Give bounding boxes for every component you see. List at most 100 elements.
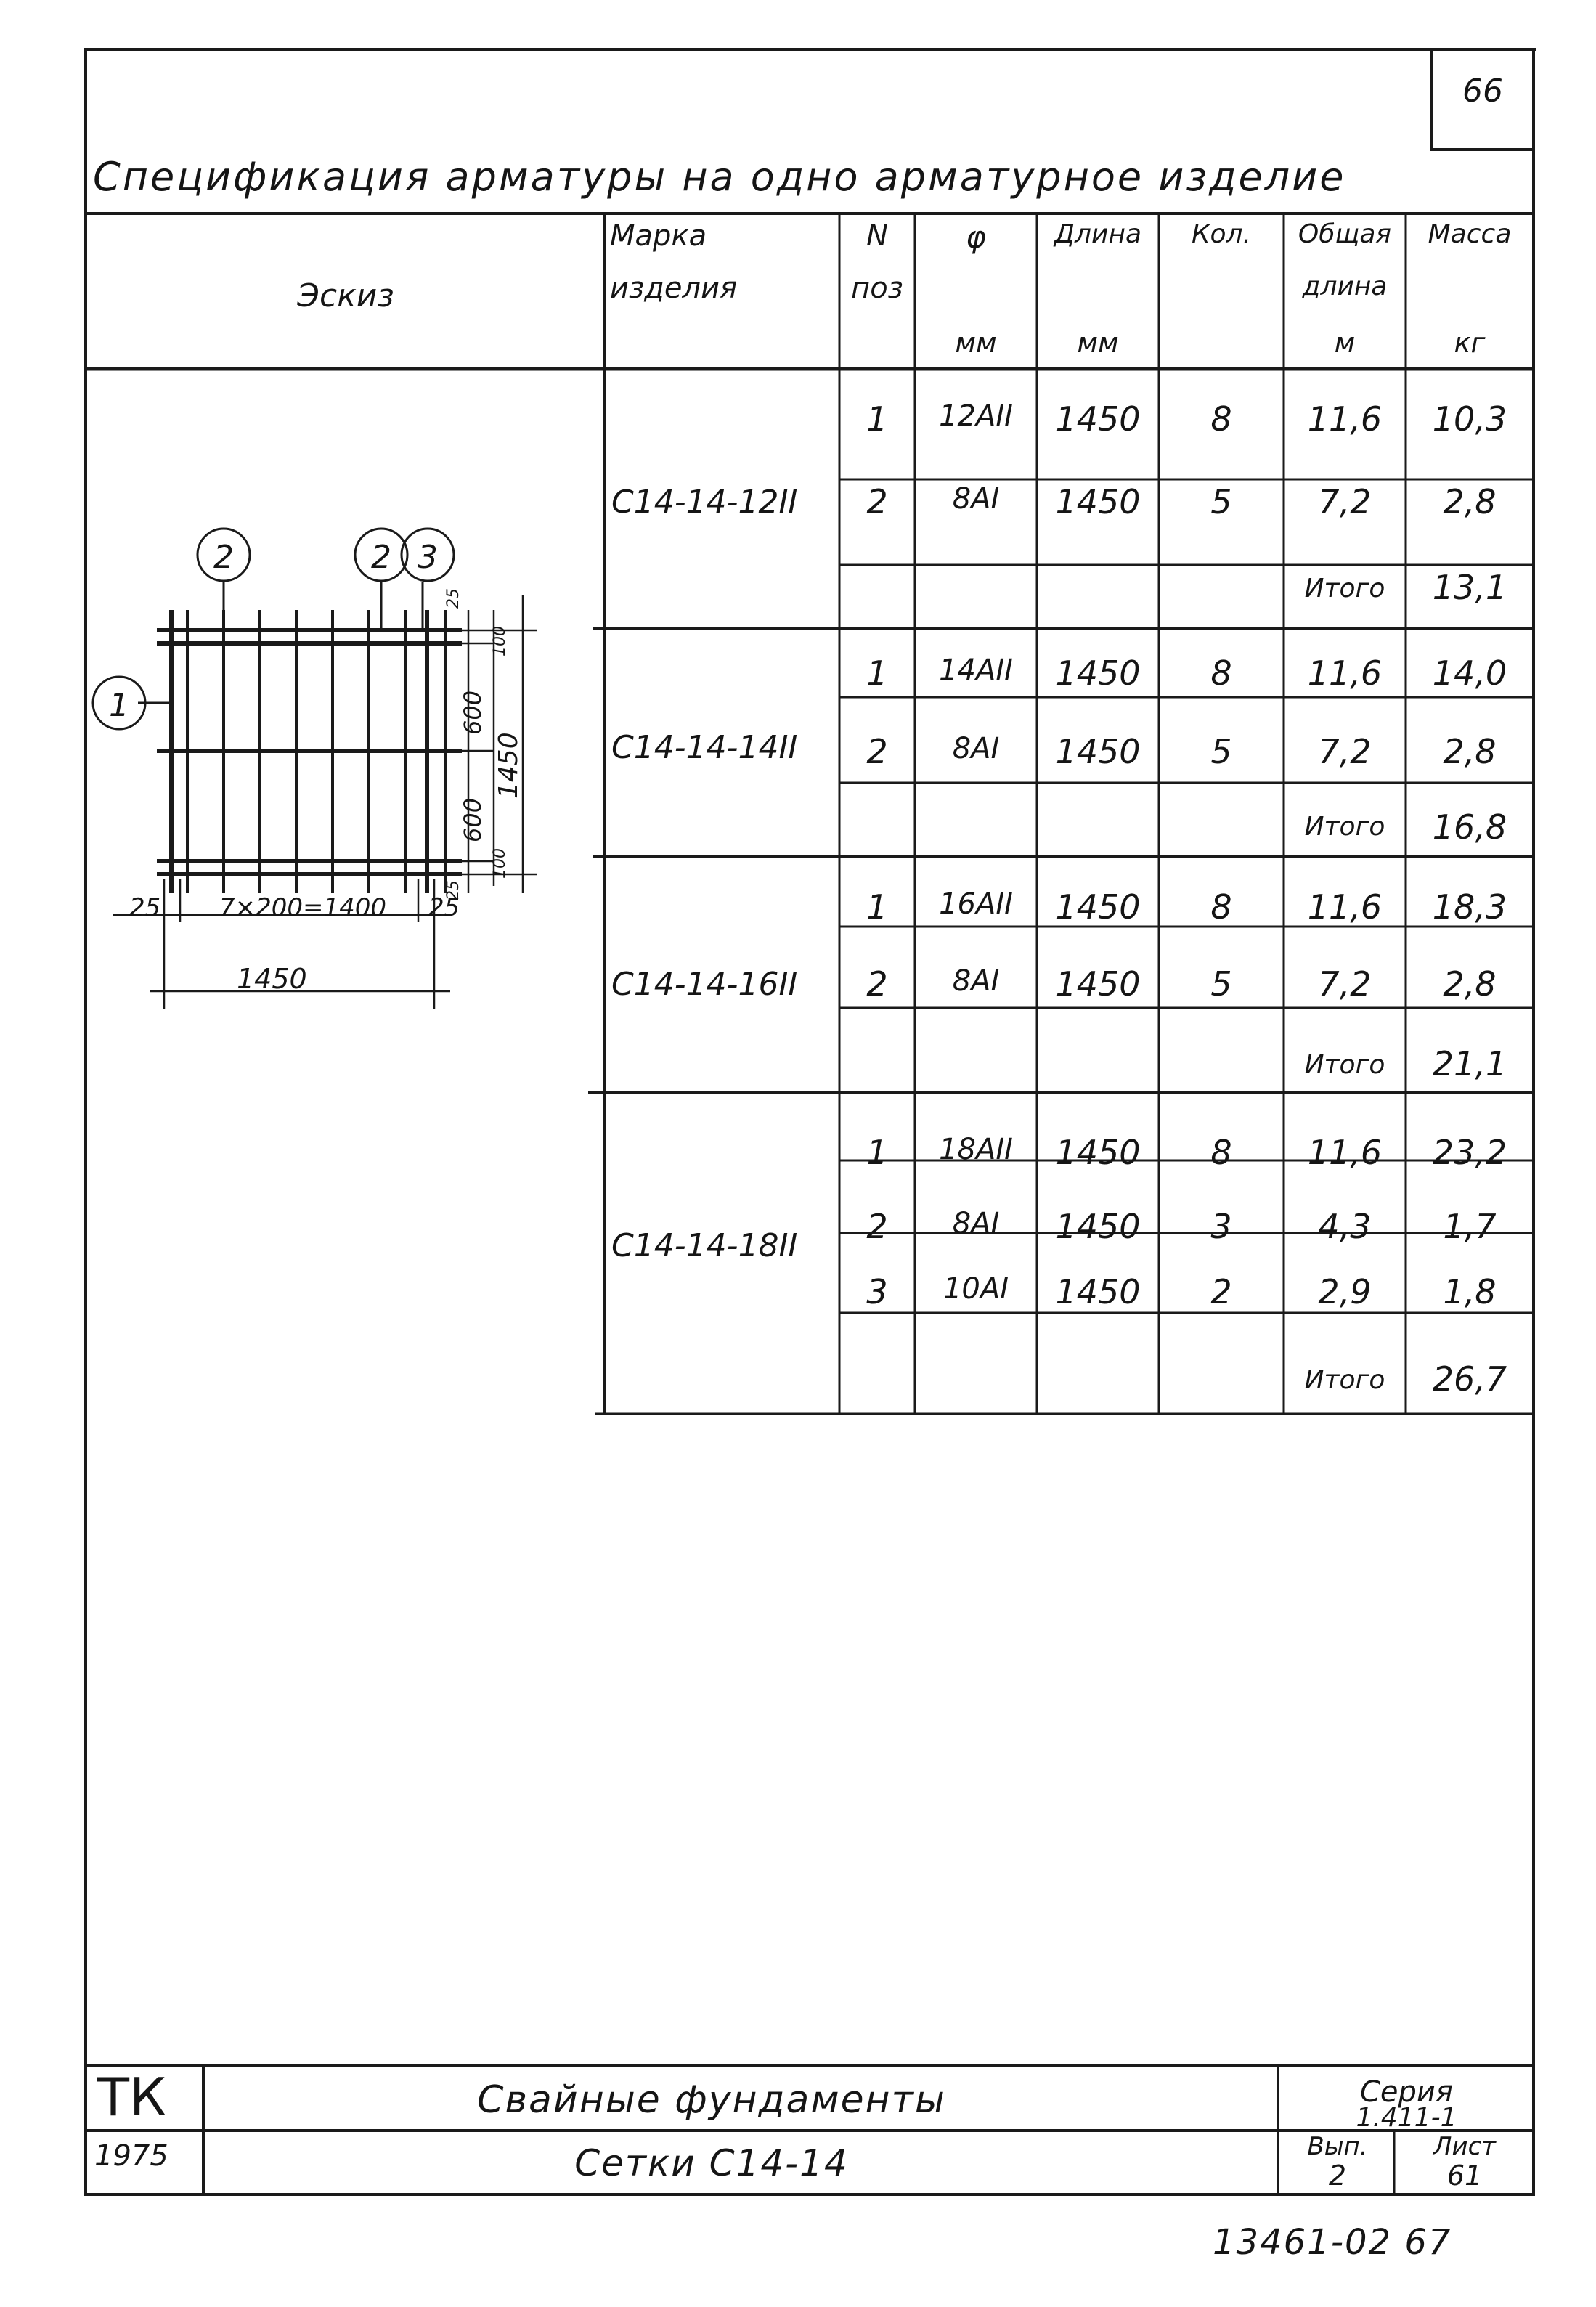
dim-right-mid-1: 600 [459,690,486,735]
cell-length: 1450 [1055,732,1141,771]
cell-diam: 8AI [952,732,1000,765]
group-mark: С14-14-14II [611,729,798,766]
cell-diam: 18AII [939,1133,1013,1166]
header-length-line2: мм [1077,327,1119,359]
cell-mass: 10,3 [1432,399,1507,439]
total-mass: 21,1 [1432,1044,1507,1083]
page-number-box-left [1430,48,1433,150]
sheet-label: Лист [1433,2132,1497,2161]
cell-mass: 2,8 [1443,732,1497,771]
cell-total-length: 2,9 [1318,1272,1372,1311]
issue-label: Вып. [1307,2132,1368,2161]
header-diam-line2: мм [955,327,997,359]
cell-qty: 8 [1210,1133,1232,1172]
dim-right-total: 1450 [494,732,524,799]
sheet-value: 61 [1446,2160,1483,2192]
dim-right-top-2: 100 [491,626,509,656]
header-pos-line1: N [866,219,888,253]
page-number: 66 [1462,73,1503,110]
cell-mass: 14,0 [1432,654,1507,693]
cell-total-length: 11,6 [1307,654,1383,693]
cell-qty: 3 [1210,1207,1232,1246]
cell-total-length: 4,3 [1318,1207,1372,1246]
page-number-box-bottom [1430,148,1535,151]
cell-mass: 1,7 [1443,1207,1497,1246]
cell-total-length: 7,2 [1318,482,1372,521]
total-mass: 13,1 [1432,568,1507,607]
cell-diam: 8AI [952,482,1000,516]
dim-right-edge: 25 [428,893,460,922]
total-label: Итого [1304,812,1385,842]
cell-mass: 23,2 [1432,1133,1507,1172]
total-label: Итого [1304,1365,1385,1395]
header-total-length-line3: м [1334,327,1356,359]
drawing-subtitle: Сетки С14-14 [574,2142,849,2184]
header-length-line1: Длина [1054,219,1142,249]
cell-total-length: 7,2 [1318,732,1372,771]
title-block-grid [87,2064,1534,2194]
series-value: 1.411-1 [1356,2103,1457,2133]
series-label: Серия [1360,2075,1453,2109]
cell-pos: 2 [866,964,888,1004]
frame-right [1532,48,1535,2196]
cell-pos: 2 [866,1207,888,1246]
cell-qty: 5 [1210,964,1232,1004]
frame-left [84,48,87,2196]
dim-right-bot-2: 25 [444,880,463,900]
total-label: Итого [1304,574,1385,603]
header-diam-line1: φ [966,219,986,255]
header-mass-line1: Масса [1428,219,1512,249]
header-mark-line2: изделия [610,272,738,305]
header-sketch: Эскиз [297,277,394,314]
cell-length: 1450 [1055,887,1141,927]
cell-pos: 1 [866,654,888,693]
cell-qty: 8 [1210,887,1232,927]
dim-right-mid-2: 600 [459,797,486,842]
cell-mass: 2,8 [1443,482,1497,521]
header-total-length-line2: длина [1302,272,1388,301]
callout-1: 1 [109,687,129,724]
callout-3: 3 [418,539,438,576]
header-total-length-line1: Общая [1298,219,1392,249]
cell-qty: 8 [1210,399,1232,439]
cell-mass: 1,8 [1443,1272,1497,1311]
mesh-sketch [91,527,537,1009]
cell-diam: 14AII [939,654,1013,687]
total-label: Итого [1304,1050,1385,1080]
dim-right-bot: 100 [491,848,509,879]
cell-qty: 5 [1210,732,1232,771]
cell-mass: 2,8 [1443,964,1497,1004]
cell-pos: 1 [866,887,888,927]
cell-total-length: 11,6 [1307,399,1383,439]
cell-total-length: 11,6 [1307,887,1383,927]
cell-length: 1450 [1055,399,1141,439]
header-mass-line2: кг [1454,327,1486,359]
cell-diam: 16AII [939,887,1013,921]
cell-mass: 18,3 [1432,887,1507,927]
dim-bottom-inner: 7×200=1400 [219,893,387,922]
year: 1975 [94,2139,168,2173]
group-mark: С14-14-18II [611,1227,798,1264]
header-mark-line1: Марка [610,219,707,253]
group-mark: С14-14-12II [611,484,798,521]
callout-2b: 2 [371,539,391,576]
header-qty: Кол. [1191,219,1252,249]
cell-length: 1450 [1055,482,1141,521]
cell-total-length: 7,2 [1318,964,1372,1004]
cell-total-length: 11,6 [1307,1133,1383,1172]
cell-pos: 1 [866,399,888,439]
header-pos-line2: поз [851,272,903,305]
dim-right-top: 25 [444,588,463,609]
cell-qty: 2 [1210,1272,1232,1311]
cell-qty: 8 [1210,654,1232,693]
total-mass: 16,8 [1432,807,1507,847]
cell-length: 1450 [1055,964,1141,1004]
cell-diam: 8AI [952,1207,1000,1240]
drawing-title: Свайные фундаменты [477,2078,946,2122]
cell-pos: 1 [866,1133,888,1172]
org-code: ТК [97,2067,167,2128]
cell-pos: 2 [866,732,888,771]
total-mass: 26,7 [1432,1359,1507,1399]
callout-2a: 2 [213,539,234,576]
cell-qty: 5 [1210,482,1232,521]
